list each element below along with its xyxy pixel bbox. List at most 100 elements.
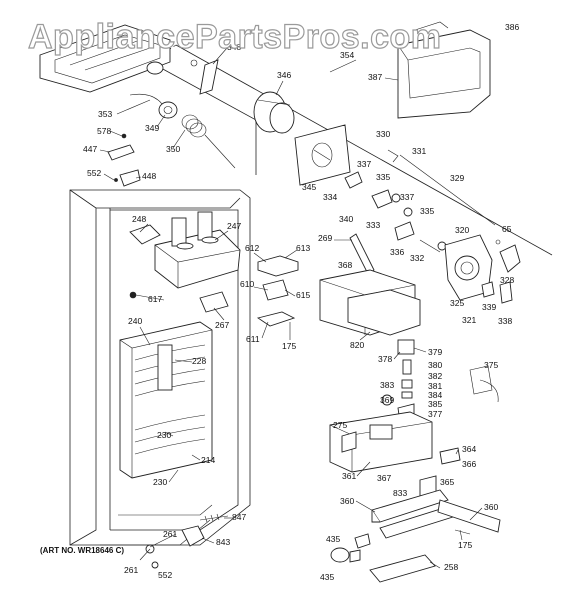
callout-337a: 337 — [357, 159, 371, 169]
rails-360 — [371, 489, 501, 539]
callout-325: 325 — [450, 298, 464, 308]
callout-346: 346 — [277, 70, 291, 80]
callout-361: 361 — [342, 471, 356, 481]
callout-385: 385 — [428, 399, 442, 409]
callout-329: 329 — [450, 173, 464, 183]
watermark: AppliancePartsPros.com — [28, 18, 441, 56]
callout-339: 339 — [482, 302, 496, 312]
callout-350: 350 — [166, 144, 180, 154]
callout-383: 383 — [380, 380, 394, 390]
callout-613: 613 — [296, 243, 310, 253]
callout-366: 366 — [462, 459, 476, 469]
callout-367: 367 — [377, 473, 391, 483]
callout-275: 275 — [333, 420, 347, 430]
callout-377: 377 — [428, 409, 442, 419]
art-number: (ART NO. WR18646 C) — [40, 546, 124, 555]
callout-364: 364 — [462, 444, 476, 454]
callout-382: 382 — [428, 371, 442, 381]
callout-578: 578 — [97, 126, 111, 136]
callout-368: 368 — [338, 260, 352, 270]
brackets-612-615 — [129, 255, 299, 327]
callout-321: 321 — [462, 315, 476, 325]
callout-333: 333 — [366, 220, 380, 230]
callout-448: 448 — [142, 171, 156, 181]
callout-348: 348 — [227, 42, 241, 52]
callout-379: 379 — [428, 347, 442, 357]
callout-247: 247 — [227, 221, 241, 231]
callout-330: 330 — [376, 129, 390, 139]
callout-175b: 175 — [458, 540, 472, 550]
callout-261b: 261 — [124, 565, 138, 575]
callout-240: 240 — [128, 316, 142, 326]
callout-214: 214 — [201, 455, 215, 465]
callout-267: 267 — [215, 320, 229, 330]
spring-350 — [181, 114, 236, 169]
callout-349: 349 — [145, 123, 159, 133]
callout-175a: 175 — [282, 341, 296, 351]
callout-378: 378 — [378, 354, 392, 364]
callout-340: 340 — [339, 214, 353, 224]
callout-230b: 230 — [153, 477, 167, 487]
callout-552b: 552 — [158, 570, 172, 580]
callout-847: 847 — [232, 512, 246, 522]
callout-369: 369 — [380, 395, 394, 405]
callout-843: 843 — [216, 537, 230, 547]
cover-387 — [397, 21, 491, 119]
callout-320: 320 — [455, 225, 469, 235]
ice-tray-assembly — [39, 24, 171, 113]
callout-337b: 337 — [400, 192, 414, 202]
gear-349 — [158, 101, 178, 119]
callout-335a: 335 — [376, 172, 390, 182]
callout-354: 354 — [340, 50, 354, 60]
callout-230a: 230 — [157, 430, 171, 440]
small-parts-447-448 — [107, 133, 141, 187]
motor-346 — [253, 91, 295, 134]
bulb-435 — [330, 533, 371, 563]
callout-611: 611 — [246, 334, 260, 344]
callout-365: 365 — [440, 477, 454, 487]
callout-228: 228 — [192, 356, 206, 366]
callout-335b: 335 — [420, 206, 434, 216]
evaporator-228 — [119, 321, 213, 479]
icemaker-head-320 — [444, 234, 521, 304]
leader-lines — [99, 47, 483, 569]
callout-332: 332 — [410, 253, 424, 263]
callout-435a: 435 — [326, 534, 340, 544]
callout-248: 248 — [132, 214, 146, 224]
callout-615: 615 — [296, 290, 310, 300]
callout-261a: 261 — [163, 529, 177, 539]
callout-334: 334 — [323, 192, 337, 202]
callout-331: 331 — [412, 146, 426, 156]
linkage-parts — [344, 149, 496, 253]
ice-bucket-820 — [319, 269, 421, 336]
callout-384: 384 — [428, 390, 442, 400]
callout-617: 617 — [148, 294, 162, 304]
callout-328: 328 — [500, 275, 514, 285]
callout-269: 269 — [318, 233, 332, 243]
callout-labels: 348 386 354 346 387 353 349 578 447 350 … — [40, 22, 519, 582]
fan-assembly-247 — [129, 211, 241, 289]
callout-360b: 360 — [484, 502, 498, 512]
callout-387: 387 — [368, 72, 382, 82]
cabinet-outline — [69, 44, 553, 546]
callout-820: 820 — [350, 340, 364, 350]
callout-447: 447 — [83, 144, 97, 154]
callout-610: 610 — [240, 279, 254, 289]
callout-435b: 435 — [320, 572, 334, 582]
callout-338: 338 — [498, 316, 512, 326]
callout-381: 381 — [428, 381, 442, 391]
callout-612: 612 — [245, 243, 259, 253]
rod-269 — [349, 233, 375, 275]
callout-386: 386 — [505, 22, 519, 32]
callout-833: 833 — [393, 488, 407, 498]
callout-65: 65 — [502, 224, 512, 234]
callout-375: 375 — [484, 360, 498, 370]
callout-258: 258 — [444, 562, 458, 572]
callout-380: 380 — [428, 360, 442, 370]
panel-258 — [369, 554, 436, 583]
bracket-348 — [190, 59, 219, 95]
callout-552a: 552 — [87, 168, 101, 178]
callout-345: 345 — [302, 182, 316, 192]
plate-345 — [294, 124, 351, 186]
